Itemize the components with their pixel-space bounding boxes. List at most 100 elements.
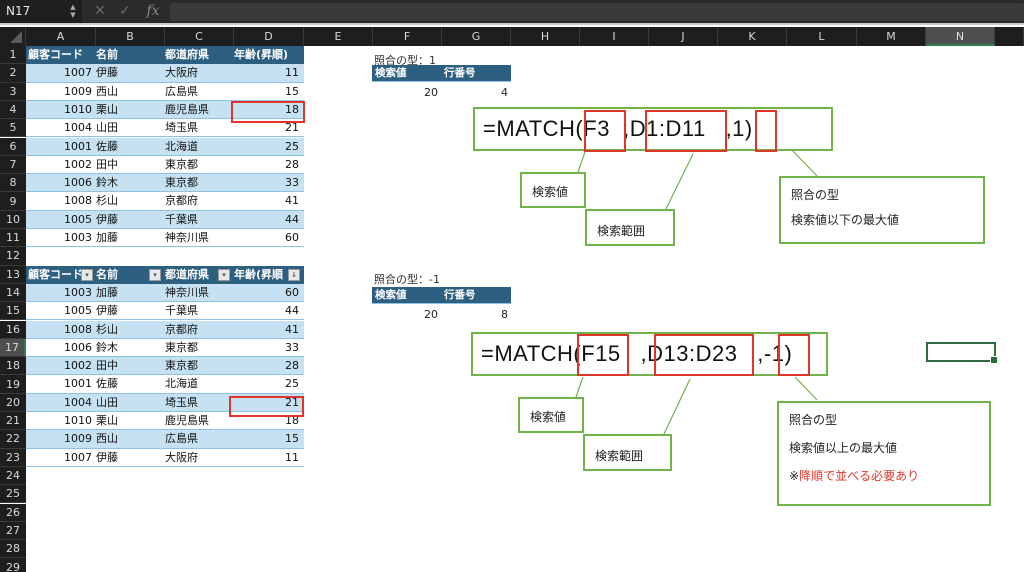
- cell-prefecture[interactable]: 千葉県: [165, 304, 198, 318]
- cell-name[interactable]: 加藤: [96, 285, 118, 299]
- row-header-29[interactable]: 29: [0, 558, 26, 572]
- cell-age[interactable]: 33: [285, 176, 299, 190]
- row-header-8[interactable]: 8: [0, 174, 26, 193]
- row-header-21[interactable]: 21: [0, 412, 26, 431]
- cell-prefecture[interactable]: 東京都: [165, 359, 198, 373]
- cell-age[interactable]: 41: [285, 194, 299, 208]
- cell-name[interactable]: 加藤: [96, 231, 118, 244]
- select-all-button[interactable]: [0, 27, 26, 46]
- cell-prefecture[interactable]: 大阪府: [165, 66, 198, 80]
- cell-customer-code[interactable]: 1002: [64, 359, 92, 373]
- lookup-value-cell-2[interactable]: 20: [424, 308, 438, 321]
- cell-prefecture[interactable]: 埼玉県: [165, 121, 198, 135]
- cell-customer-code[interactable]: 1004: [64, 395, 92, 409]
- column-header-c[interactable]: C: [165, 27, 234, 46]
- cell-name[interactable]: 佐藤: [96, 377, 118, 391]
- column-header-l[interactable]: L: [787, 27, 857, 46]
- cell-prefecture[interactable]: 東京都: [165, 340, 198, 354]
- cell-customer-code[interactable]: 1001: [64, 377, 92, 391]
- cell-customer-code[interactable]: 1008: [64, 322, 92, 336]
- row-header-6[interactable]: 6: [0, 137, 26, 156]
- column-header-g[interactable]: G: [442, 27, 511, 46]
- row-header-5[interactable]: 5: [0, 119, 26, 138]
- cell-age[interactable]: 11: [285, 450, 299, 464]
- header-age[interactable]: 年齢(昇順: [234, 267, 284, 281]
- cell-age[interactable]: 18: [285, 102, 299, 116]
- cell-name[interactable]: 鈴木: [96, 176, 118, 190]
- row-number-cell-2[interactable]: 8: [501, 308, 508, 321]
- cell-customer-code[interactable]: 1010: [64, 414, 92, 427]
- cell-customer-code[interactable]: 1001: [64, 139, 92, 153]
- row-header-12[interactable]: 12: [0, 247, 26, 266]
- cell-customer-code[interactable]: 1003: [64, 285, 92, 299]
- header-name[interactable]: 名前: [96, 48, 118, 61]
- cell-age[interactable]: 25: [285, 377, 299, 391]
- column-header-f[interactable]: F: [373, 27, 442, 46]
- cell-customer-code[interactable]: 1006: [64, 340, 92, 354]
- name-box-stepper-icon[interactable]: ▲▼: [70, 3, 76, 19]
- cell-name[interactable]: 栗山: [96, 414, 118, 427]
- row-header-18[interactable]: 18: [0, 357, 26, 376]
- row-header-23[interactable]: 23: [0, 448, 26, 467]
- cell-age[interactable]: 44: [285, 212, 299, 226]
- header-prefecture[interactable]: 都道府県: [165, 48, 209, 61]
- cell-prefecture[interactable]: 神奈川県: [165, 231, 209, 244]
- cell-name[interactable]: 伊藤: [96, 66, 118, 80]
- row-header-13[interactable]: 13: [0, 265, 26, 284]
- cell-age[interactable]: 25: [285, 139, 299, 153]
- cell-prefecture[interactable]: 北海道: [165, 377, 198, 391]
- cell-customer-code[interactable]: 1003: [64, 231, 92, 244]
- cell-prefecture[interactable]: 鹿児島県: [165, 102, 209, 116]
- column-header-i[interactable]: I: [580, 27, 649, 46]
- cell-prefecture[interactable]: 鹿児島県: [165, 414, 209, 427]
- cell-customer-code[interactable]: 1002: [64, 157, 92, 171]
- column-header-n[interactable]: N: [926, 27, 995, 46]
- cell-name[interactable]: 山田: [96, 121, 118, 135]
- row-header-24[interactable]: 24: [0, 466, 26, 486]
- column-header-b[interactable]: B: [96, 27, 165, 46]
- row-header-22[interactable]: 22: [0, 430, 26, 449]
- row-header-16[interactable]: 16: [0, 320, 26, 339]
- filter-dropdown-icon[interactable]: ▾: [149, 268, 161, 281]
- cell-prefecture[interactable]: 埼玉県: [165, 395, 198, 409]
- cell-customer-code[interactable]: 1007: [64, 450, 92, 464]
- cell-name[interactable]: 田中: [96, 157, 118, 171]
- cell-name[interactable]: 杉山: [96, 194, 118, 208]
- cell-age[interactable]: 28: [285, 359, 299, 373]
- cell-customer-code[interactable]: 1008: [64, 194, 92, 208]
- column-header-a[interactable]: A: [26, 27, 96, 46]
- cell-prefecture[interactable]: 千葉県: [165, 212, 198, 226]
- row-header-3[interactable]: 3: [0, 82, 26, 101]
- column-header-e[interactable]: E: [304, 27, 373, 46]
- cell-name[interactable]: 田中: [96, 359, 118, 373]
- row-header-25[interactable]: 25: [0, 485, 26, 504]
- cell-customer-code[interactable]: 1004: [64, 121, 92, 135]
- cell-prefecture[interactable]: 京都府: [165, 322, 198, 336]
- cell-name[interactable]: 杉山: [96, 322, 118, 336]
- cell-prefecture[interactable]: 広島県: [165, 84, 198, 98]
- row-header-2[interactable]: 2: [0, 64, 26, 83]
- filter-dropdown-icon[interactable]: ▾: [218, 268, 230, 281]
- row-header-14[interactable]: 14: [0, 283, 26, 303]
- cell-prefecture[interactable]: 東京都: [165, 176, 198, 190]
- row-header-7[interactable]: 7: [0, 155, 26, 175]
- cell-customer-code[interactable]: 1009: [64, 84, 92, 98]
- cell-name[interactable]: 鈴木: [96, 340, 118, 354]
- cell-age[interactable]: 21: [285, 395, 299, 409]
- cell-prefecture[interactable]: 神奈川県: [165, 285, 209, 299]
- cell-age[interactable]: 44: [285, 304, 299, 318]
- header-customer-code[interactable]: 顧客コード: [28, 267, 83, 281]
- column-header-m[interactable]: M: [857, 27, 926, 46]
- cell-name[interactable]: 栗山: [96, 102, 118, 116]
- row-header-1[interactable]: 1: [0, 46, 26, 65]
- cell-age[interactable]: 18: [285, 414, 299, 427]
- cell-customer-code[interactable]: 1005: [64, 212, 92, 226]
- column-header-d[interactable]: D: [234, 27, 304, 46]
- cell-age[interactable]: 15: [285, 432, 299, 446]
- cell-name[interactable]: 西山: [96, 432, 118, 446]
- row-header-26[interactable]: 26: [0, 503, 26, 522]
- cell-prefecture[interactable]: 東京都: [165, 157, 198, 171]
- column-header-overflow[interactable]: [995, 27, 1024, 46]
- cell-name[interactable]: 山田: [96, 395, 118, 409]
- column-header-j[interactable]: J: [649, 27, 718, 46]
